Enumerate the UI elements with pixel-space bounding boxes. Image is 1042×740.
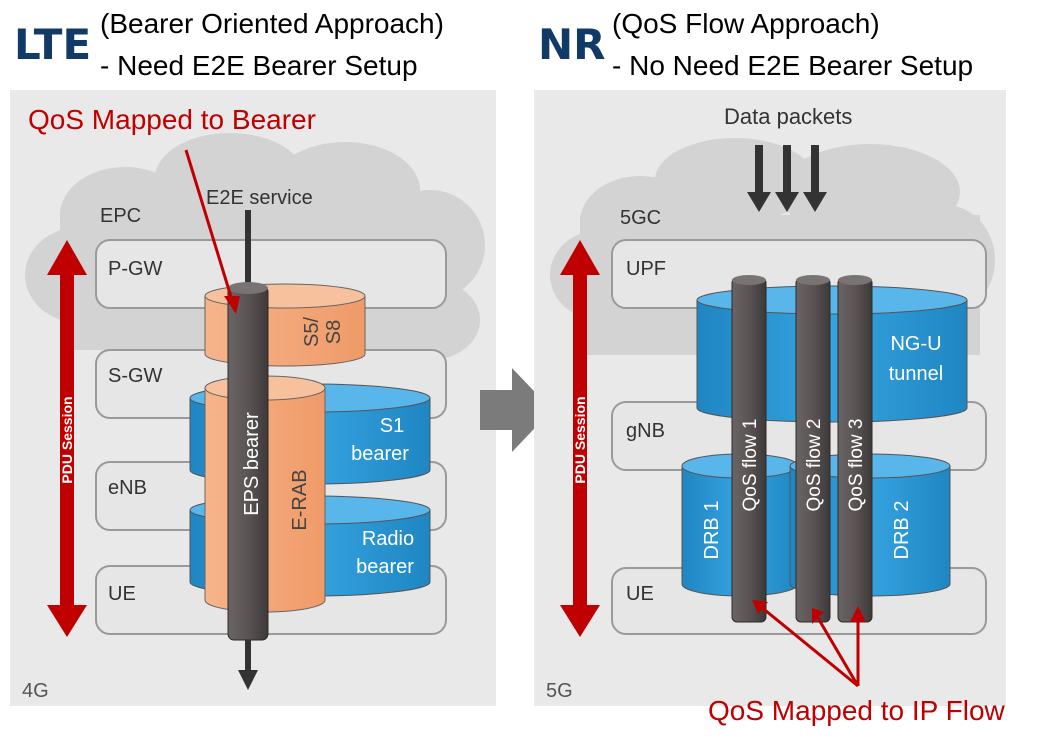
layer-ue-label: UE — [108, 583, 136, 605]
radio-bearer-label-2: bearer — [356, 556, 414, 578]
ngu-label-2: tunnel — [889, 363, 944, 385]
qos-flow-2: QoS flow 2 — [795, 275, 831, 623]
layer-gnb-label: gNB — [626, 420, 665, 442]
eps-bearer: EPS bearer — [227, 210, 269, 690]
drb2-label: DRB 2 — [891, 501, 913, 560]
nr-panel-label: 5G — [546, 680, 573, 702]
s1-bearer-label-1: S1 — [380, 415, 404, 437]
epc-label: EPC — [100, 205, 141, 227]
nr-panel: 5GC Data packets UPF gNB UE NG-U tunnel … — [534, 90, 1006, 706]
qos-flow-1-label: QoS flow 1 — [740, 419, 761, 512]
s1-bearer-label-2: bearer — [351, 443, 409, 465]
nr-pdu-session-arrow: PDU Session — [560, 240, 600, 637]
layer-pgw-label: P-GW — [108, 258, 163, 280]
qos-flow-2-label: QoS flow 2 — [804, 419, 825, 512]
lte-pdu-session-label: PDU Session — [59, 396, 75, 483]
lte-subtitle-line2: - Need E2E Bearer Setup — [100, 50, 418, 81]
5gc-label: 5GC — [620, 207, 661, 229]
ngu-label-1: NG-U — [890, 333, 941, 355]
qos-flow-3: QoS flow 3 — [837, 275, 873, 623]
s5s8-label-1: S5/ — [301, 317, 323, 347]
data-packets-label: Data packets — [724, 104, 852, 129]
erab-label: E-RAB — [289, 469, 311, 530]
layer-ue-nr-label: UE — [626, 583, 654, 605]
transition-arrow — [480, 368, 552, 452]
lte-pdu-session-arrow: PDU Session — [47, 240, 87, 637]
qos-flow-3-label: QoS flow 3 — [846, 419, 867, 512]
nr-subtitle-line1: (QoS Flow Approach) — [612, 8, 880, 39]
lte-panel-label: 4G — [22, 680, 49, 702]
s5s8-label-2: S8 — [323, 320, 345, 344]
nr-pdu-session-label: PDU Session — [572, 396, 588, 483]
qos-flow-1: QoS flow 1 — [731, 275, 767, 623]
lte-annotation-text: QoS Mapped to Bearer — [28, 104, 316, 135]
drb1-label: DRB 1 — [701, 501, 723, 560]
nr-annotation-text: QoS Mapped to IP Flow — [708, 695, 1005, 726]
lte-title: LTE — [14, 20, 92, 69]
layer-upf-label: UPF — [626, 258, 666, 280]
layer-sgw-label: S-GW — [108, 365, 163, 387]
nr-annotation-arrows — [752, 600, 866, 688]
lte-panel: EPC P-GW S-GW eNB UE S1 bearer Radio bea… — [10, 90, 496, 706]
eps-bearer-label: EPS bearer — [241, 412, 263, 516]
nr-title: NR — [538, 20, 606, 69]
radio-bearer-label-1: Radio — [362, 528, 414, 550]
nr-subtitle-line2: - No Need E2E Bearer Setup — [612, 50, 974, 81]
lte-annotation-arrow — [184, 149, 234, 301]
layer-enb-label: eNB — [108, 477, 147, 499]
lte-subtitle-line1: (Bearer Oriented Approach) — [100, 8, 444, 39]
data-packets-arrows — [747, 145, 827, 212]
e2e-service-label: E2E service — [206, 187, 313, 209]
